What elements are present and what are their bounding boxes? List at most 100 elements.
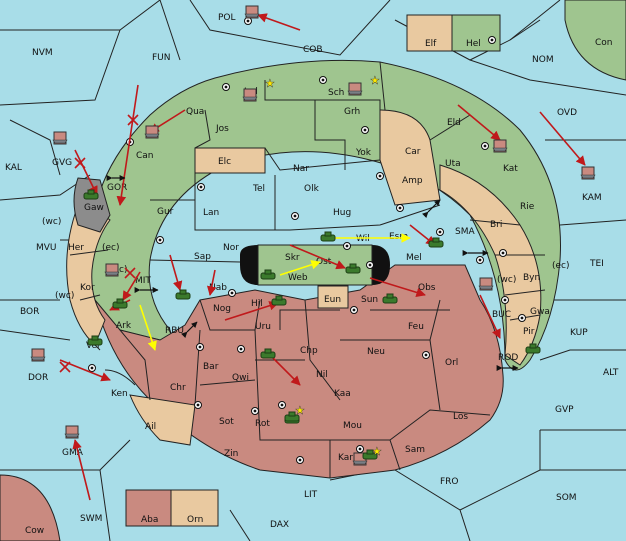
sea-label-alt[interactable]: ALT [603,368,619,378]
sea-label-bor[interactable]: BOR [20,307,39,317]
army-turret-icon [386,293,394,299]
order-arrow [479,294,501,339]
region-eun[interactable] [317,285,349,309]
territory-label-yok[interactable]: Yok [355,148,372,158]
territory-label-grh[interactable]: Grh [344,107,360,117]
territory-label-ost[interactable]: Ost [316,257,332,267]
territory-label-chp[interactable]: Chp [300,346,318,356]
territory-label-feu[interactable]: Feu [408,322,424,332]
territory-label-nog[interactable]: Nog [213,304,231,314]
sea-label-som[interactable]: SOM [556,493,577,503]
sea-label-rbu[interactable]: RBU [165,326,184,336]
sea-label-dor[interactable]: DOR [28,373,48,383]
sea-label-sma[interactable]: SMA [455,227,475,237]
territory-label-olk[interactable]: Olk [304,184,320,194]
territory-label-gwa[interactable]: Gwa [530,307,550,317]
region-ail[interactable] [129,394,196,446]
territory-label-mel[interactable]: Mel [406,253,422,263]
territory-label-uru[interactable]: Uru [255,322,271,332]
territory-label-elc[interactable]: Elc [218,157,231,167]
territory-label-lan[interactable]: Lan [203,208,219,218]
sea-label-mit[interactable]: MIT [135,276,151,286]
territory-label-mou[interactable]: Mou [343,421,362,431]
territory-label-orl[interactable]: Orl [445,358,458,368]
sea-label-gma[interactable]: GMA [62,448,84,458]
sea-label-nom[interactable]: NOM [532,55,554,65]
sea-label-gvg[interactable]: GVG [52,158,72,168]
sea-label-kam[interactable]: KAM [582,193,602,203]
support-arrow [139,304,157,351]
sea-label-tei[interactable]: TEI [589,259,604,269]
territory-label-kat[interactable]: Kat [503,164,518,174]
territory-label-rie[interactable]: Rie [520,202,535,212]
cut-mark [124,267,136,279]
territory-label-wil[interactable]: Wil [356,234,370,244]
territory-label-nor[interactable]: Nor [223,243,239,253]
territory-label-web[interactable]: Web [288,273,308,283]
territory-label-tel[interactable]: Tel [252,184,265,194]
sea-label-kal[interactable]: KAL [5,163,22,173]
territory-label-ail[interactable]: Ail [145,422,156,432]
territory-label-eld[interactable]: Eld [447,118,461,128]
territory-label-car[interactable]: Car [405,147,421,157]
sea-label-mvu[interactable]: MVU [36,243,57,253]
territory-label-skr[interactable]: Skr [285,253,300,263]
territory-label-jos[interactable]: Jos [215,124,229,134]
sea-label-cob[interactable]: COB [303,45,323,55]
territory-label-kar[interactable]: Kar [338,453,353,463]
sea-label-nvm[interactable]: NVM [32,48,53,58]
territory-label-sun[interactable]: Sun [361,295,378,305]
territory-label-neu[interactable]: Neu [367,347,385,357]
territory-label-uta[interactable]: Uta [445,159,461,169]
territory-label-sap[interactable]: Sap [194,252,211,262]
territory-label-kor[interactable]: Kor [80,283,95,293]
territory-label-los[interactable]: Los [453,412,468,422]
sea-label-buc[interactable]: BUC [492,310,511,320]
sea-label-swm[interactable]: SWM [80,514,102,524]
territory-label-chr[interactable]: Chr [170,383,186,393]
sea-label-lit[interactable]: LIT [304,490,318,500]
territory-label-zin[interactable]: Zin [224,449,238,459]
territory-label-ken[interactable]: Ken [111,389,128,399]
territory-label-sot[interactable]: Sot [219,417,234,427]
territory-label-kaa[interactable]: Kaa [334,389,351,399]
territory-label-sam[interactable]: Sam [405,445,425,455]
territory-label-qua[interactable]: Qua [186,107,204,117]
coast-marker: (wc) [42,217,61,227]
territory-label-can[interactable]: Can [136,151,154,161]
sea-label-gvp[interactable]: GVP [555,405,574,415]
territory-label-nab[interactable]: Nab [209,283,227,293]
territory-label-pir[interactable]: Pir [523,327,535,337]
territory-label-qwi[interactable]: Qwi [232,373,249,383]
territory-label-gur[interactable]: Gur [157,207,174,217]
territory-label-byn[interactable]: Byn [523,273,540,283]
territory-label-bri[interactable]: Bri [490,220,502,230]
territory-label-esm[interactable]: Esm [389,232,408,242]
territory-label-rot[interactable]: Rot [255,419,270,429]
territory-label-amp[interactable]: Amp [402,176,423,186]
territory-label-hug[interactable]: Hug [333,208,351,218]
territory-label-bar[interactable]: Bar [203,362,219,372]
territory-label-nar[interactable]: Nar [293,164,309,174]
territory-label-hil[interactable]: Hil [251,299,263,309]
sea-label-fun[interactable]: FUN [152,53,171,63]
sea-label-ovd[interactable]: OVD [557,108,577,118]
region-car[interactable] [379,109,441,206]
cut-mark [127,114,139,126]
territory-label-ver[interactable]: Ver [86,341,101,351]
territory-label-gaw[interactable]: Gaw [84,203,104,213]
sea-label-fro[interactable]: FRO [440,477,459,487]
territory-label-her[interactable]: Her [68,243,84,253]
sea-label-gor[interactable]: GOR [107,183,127,193]
territory-label-sch[interactable]: Sch [328,88,344,98]
sea-label-rod[interactable]: ROD [498,353,518,363]
territory-label-nil[interactable]: Nil [316,370,328,380]
territory-label-ark[interactable]: Ark [116,321,132,331]
territory-label-eun[interactable]: Eun [324,295,341,305]
fleet-hull-icon [104,271,120,276]
sea-label-kup[interactable]: KUP [570,328,588,338]
sea-label-pol[interactable]: POL [218,13,236,23]
sea-label-dax[interactable]: DAX [270,520,289,530]
region-gaw[interactable] [73,177,111,233]
territory-label-obs[interactable]: Obs [418,283,436,293]
